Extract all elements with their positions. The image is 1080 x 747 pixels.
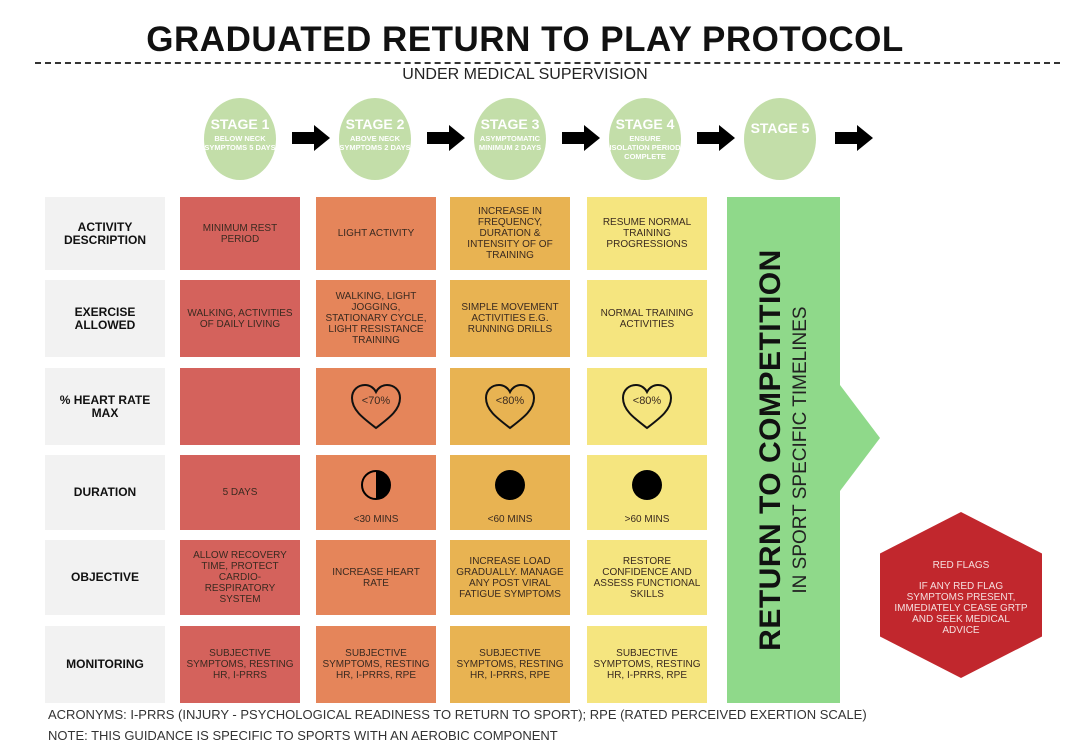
half-circle-icon — [360, 469, 392, 504]
stage1-cell: ALLOW RECOVERY TIME, PROTECT CARDIO-RESP… — [180, 540, 300, 615]
stage-circle-2: STAGE 2 ABOVE NECK SYMPTOMS 2 DAYS — [339, 98, 411, 180]
stage3-cell: INCREASE IN FREQUENCY, DURATION & INTENS… — [450, 197, 570, 270]
red-flags-title: RED FLAGS — [932, 560, 990, 571]
stage4-cell: >60 MINS — [587, 455, 707, 530]
stage-desc: BELOW NECK SYMPTOMS 5 DAYS — [204, 134, 276, 152]
stage4-cell: SUBJECTIVE SYMPTOMS, RESTING HR, I-PRRS,… — [587, 626, 707, 703]
arrow-right-icon — [562, 125, 600, 151]
stage5-arrow-tip — [840, 385, 880, 491]
row-label: % HEART RATE MAX — [45, 368, 165, 445]
stage-name: STAGE 2 — [345, 116, 405, 132]
stage2-cell: WALKING, LIGHT JOGGING, STATIONARY CYCLE… — [316, 280, 436, 357]
duration-value: <60 MINS — [487, 514, 533, 525]
row-label: ACTIVITY DESCRIPTION — [45, 197, 165, 270]
stage3-cell: SUBJECTIVE SYMPTOMS, RESTING HR, I-PRRS,… — [450, 626, 570, 703]
row-label: DURATION — [45, 455, 165, 530]
row-label: OBJECTIVE — [45, 540, 165, 615]
stage-circle-4: STAGE 4 ENSURE ISOLATION PERIOD COMPLETE — [609, 98, 681, 180]
stage1-cell: MINIMUM REST PERIOD — [180, 197, 300, 270]
arrow-right-icon — [292, 125, 330, 151]
heart-icon: <80% — [483, 382, 537, 432]
stage1-cell: 5 DAYS — [180, 455, 300, 530]
stage-desc: ABOVE NECK SYMPTOMS 2 DAYS — [339, 134, 411, 152]
stage4-cell: <80% — [587, 368, 707, 445]
stage2-cell: LIGHT ACTIVITY — [316, 197, 436, 270]
duration-value: >60 MINS — [624, 514, 670, 525]
guidance-note: NOTE: THIS GUIDANCE IS SPECIFIC TO SPORT… — [48, 728, 558, 743]
stage-circle-3: STAGE 3 ASYMPTOMATIC MINIMUM 2 DAYS — [474, 98, 546, 180]
stage-name: STAGE 5 — [750, 120, 810, 136]
full-circle-icon — [631, 469, 663, 504]
red-flags-text: IF ANY RED FLAG SYMPTOMS PRESENT, IMMEDI… — [894, 581, 1028, 636]
heart-icon: <80% — [620, 382, 674, 432]
stage4-cell: RESUME NORMAL TRAINING PROGRESSIONS — [587, 197, 707, 270]
heart-rate-value: <80% — [495, 394, 525, 407]
stage1-cell — [180, 368, 300, 445]
stage3-cell: SIMPLE MOVEMENT ACTIVITIES E.G. RUNNING … — [450, 280, 570, 357]
stage-circle-5: STAGE 5 — [744, 98, 816, 180]
dashed-divider — [35, 62, 1060, 64]
row-label: EXERCISE ALLOWED — [45, 280, 165, 357]
return-to-competition: RETURN TO COMPETITION — [754, 249, 787, 651]
duration-value: <30 MINS — [353, 514, 399, 525]
stage3-cell: <60 MINS — [450, 455, 570, 530]
stage1-cell: SUBJECTIVE SYMPTOMS, RESTING HR, I-PRRS — [180, 626, 300, 703]
full-circle-icon — [494, 469, 526, 504]
subtitle: UNDER MEDICAL SUPERVISION — [402, 66, 648, 83]
stage4-cell: RESTORE CONFIDENCE AND ASSESS FUNCTIONAL… — [587, 540, 707, 615]
stage-desc: ASYMPTOMATIC MINIMUM 2 DAYS — [478, 134, 542, 152]
stage-name: STAGE 1 — [210, 116, 270, 132]
stage-desc: ENSURE ISOLATION PERIOD COMPLETE — [609, 134, 681, 161]
stage3-cell: INCREASE LOAD GRADUALLY. MANAGE ANY POST… — [450, 540, 570, 615]
stage2-cell: <30 MINS — [316, 455, 436, 530]
stage4-cell: NORMAL TRAINING ACTIVITIES — [587, 280, 707, 357]
stage3-cell: <80% — [450, 368, 570, 445]
arrow-right-icon — [427, 125, 465, 151]
stage2-cell: <70% — [316, 368, 436, 445]
heart-rate-value: <80% — [632, 394, 662, 407]
arrow-right-icon — [835, 125, 873, 151]
stage2-cell: INCREASE HEART RATE — [316, 540, 436, 615]
stage5-text: RETURN TO COMPETITION IN SPORT SPECIFIC … — [754, 249, 812, 651]
stage2-cell: SUBJECTIVE SYMPTOMS, RESTING HR, I-PRRS,… — [316, 626, 436, 703]
stage5-panel — [727, 197, 840, 703]
heart-icon: <70% — [349, 382, 403, 432]
stage-name: STAGE 3 — [480, 116, 540, 132]
acronyms-note: ACRONYMS: I-PRRS (INJURY - PSYCHOLOGICAL… — [48, 707, 867, 722]
page-title: GRADUATED RETURN TO PLAY PROTOCOL — [146, 20, 904, 59]
heart-rate-value: <70% — [361, 394, 391, 407]
stage1-cell: WALKING, ACTIVITIES OF DAILY LIVING — [180, 280, 300, 357]
stage-name: STAGE 4 — [615, 116, 675, 132]
row-label: MONITORING — [45, 626, 165, 703]
arrow-right-icon — [697, 125, 735, 151]
red-flags-hexagon: RED FLAGS IF ANY RED FLAG SYMPTOMS PRESE… — [880, 512, 1042, 678]
stage-circle-1: STAGE 1 BELOW NECK SYMPTOMS 5 DAYS — [204, 98, 276, 180]
sport-specific-timelines: IN SPORT SPECIFIC TIMELINES — [790, 306, 811, 594]
